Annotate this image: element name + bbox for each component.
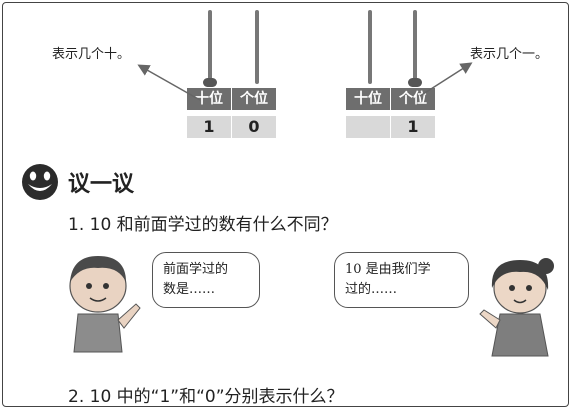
girl-speech-line-2: 过的…… [345,282,398,297]
question-2: 2. 10 中的“1”和“0”分别表示什么？ [68,387,344,407]
ones-rod [255,10,259,84]
girl-speech-bubble: 10 是由我们学 过的…… [334,252,469,308]
ones-place-header: 个位 [391,88,435,110]
right-caption: 表示几个一。 [470,47,549,62]
tens-place-header: 十位 [187,88,231,110]
section-title: 议一议 [68,172,135,197]
ones-place-value: 1 [391,116,435,138]
tens-place-value [346,116,390,138]
left-caption: 表示几个十。 [52,47,131,62]
girl-speech-line-1: 10 是由我们学 [345,262,431,277]
boy-speech-line-2: 数是…… [163,282,216,297]
boy-speech-bubble: 前面学过的 数是…… [152,252,260,308]
tens-place-header: 十位 [346,88,390,110]
boy-speech-line-1: 前面学过的 [163,262,229,277]
tens-bead [203,78,217,87]
ones-place-value: 0 [232,116,276,138]
question-1: 1. 10 和前面学过的数有什么不同？ [68,215,338,235]
page-frame [2,2,569,407]
tens-place-value: 1 [187,116,231,138]
tens-rod [368,10,372,84]
girl-illustration [479,258,554,357]
ones-bead [408,78,422,87]
smiley-face-icon [22,164,58,200]
tens-rod [208,10,212,84]
ones-place-header: 个位 [232,88,276,110]
boy-illustration [69,256,141,353]
ones-rod [413,10,417,84]
